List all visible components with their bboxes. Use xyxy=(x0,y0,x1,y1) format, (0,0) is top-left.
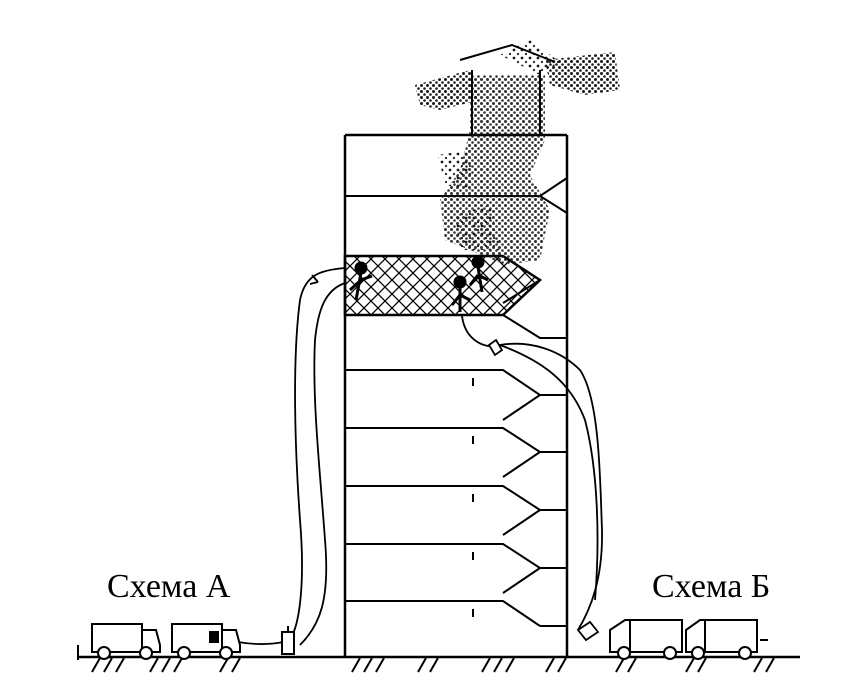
floor-slabs xyxy=(345,255,567,627)
smoke-plume xyxy=(415,40,620,265)
fire-truck-icon xyxy=(685,619,768,660)
smoke-exhaust-hood xyxy=(459,43,556,135)
fire-trucks-scheme-a xyxy=(77,623,295,660)
hose-scheme-b xyxy=(461,315,603,642)
scheme-b-label: Схема Б xyxy=(652,568,771,605)
fire-floor xyxy=(343,254,543,317)
hose-scheme-a xyxy=(237,267,346,646)
fire-truck-icon xyxy=(609,619,683,660)
fire-truck-icon xyxy=(171,623,241,660)
ground-hatching xyxy=(91,657,775,673)
firefighters xyxy=(348,255,489,312)
fire-trucks-scheme-b xyxy=(609,619,768,660)
scheme-a-label: Схема А xyxy=(107,568,231,605)
hydrant-icon xyxy=(281,626,295,655)
fire-truck-icon xyxy=(77,623,161,660)
